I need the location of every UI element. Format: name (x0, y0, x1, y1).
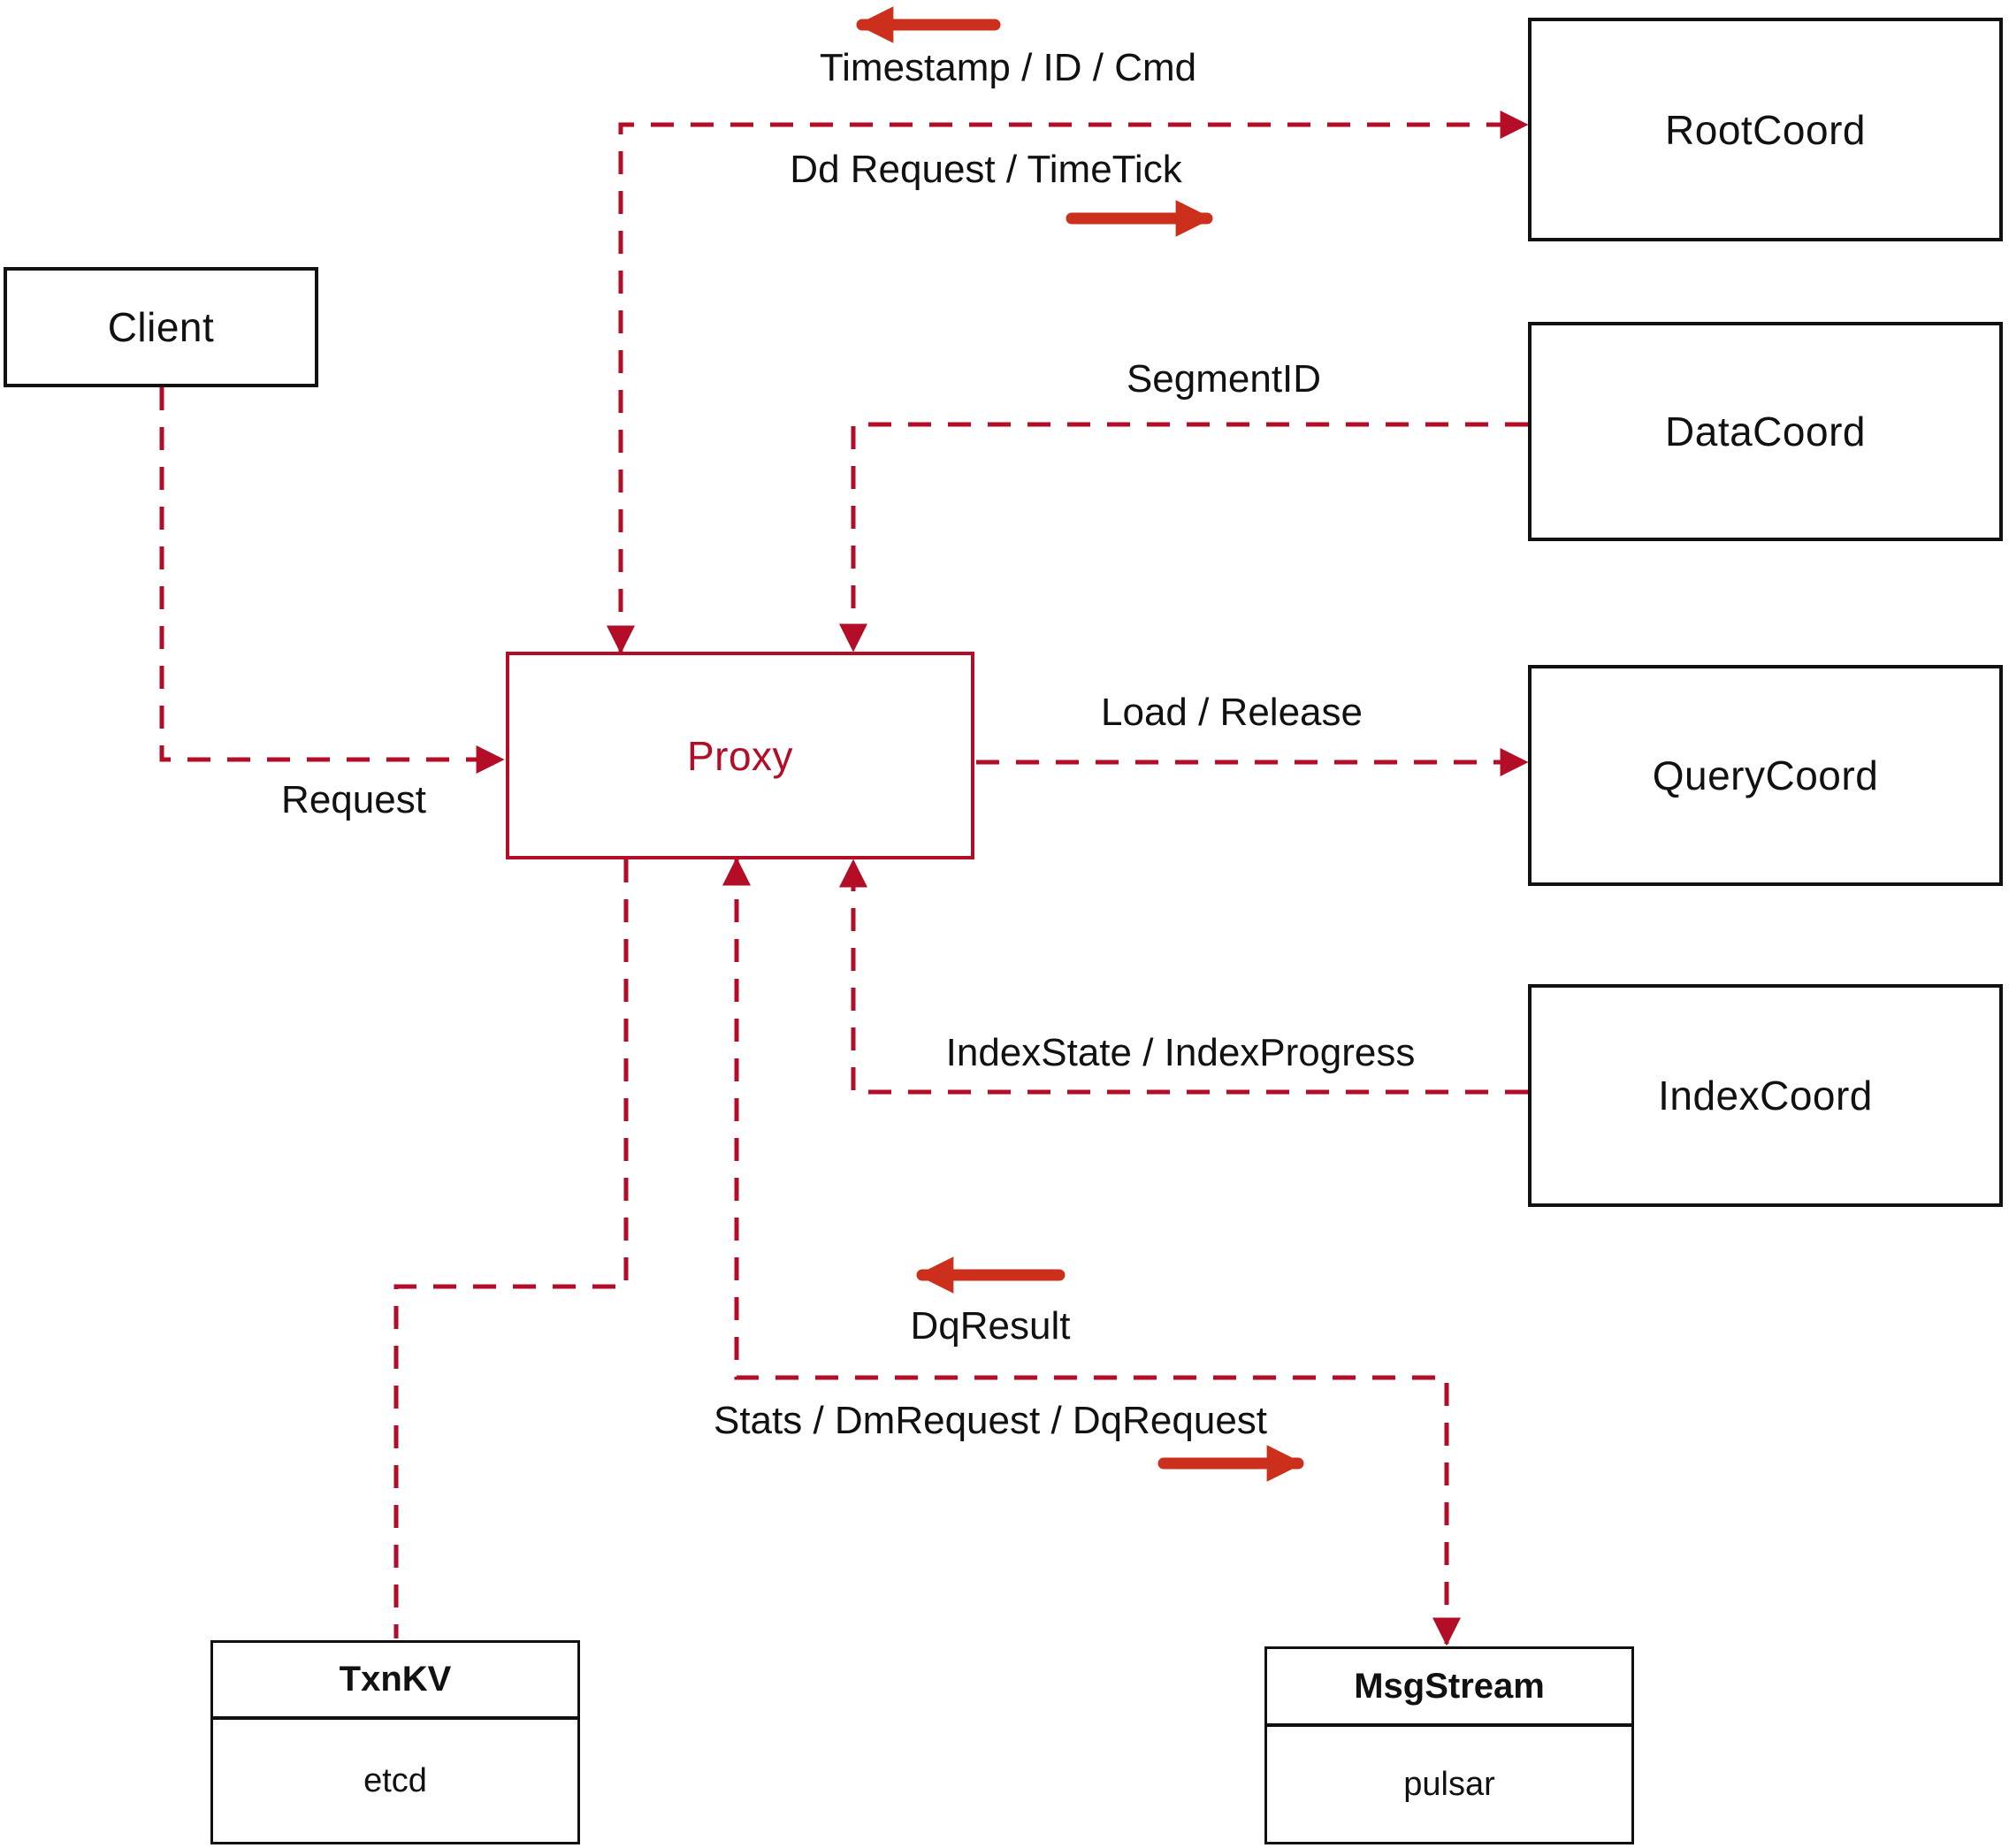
node-datacoord-label: DataCoord (1665, 409, 1866, 454)
node-msgstream-impl: pulsar (1403, 1765, 1495, 1803)
node-proxy-label: Proxy (686, 732, 794, 779)
node-client-label: Client (107, 304, 215, 350)
edge-label-index-state-progress: IndexState / IndexProgress (945, 1031, 1416, 1074)
node-rootcoord: RootCoord (1528, 18, 2003, 241)
node-msgstream-title: MsgStream (1267, 1649, 1631, 1727)
connector-proxy-msgstream (722, 857, 1462, 1646)
edge-label-timestamp-id-cmd: Timestamp / ID / Cmd (819, 46, 1197, 89)
edge-label-segment-id: SegmentID (1126, 357, 1322, 401)
edge-label-dd-request-timetick: Dd Request / TimeTick (790, 148, 1182, 191)
node-txnkv: TxnKV etcd (210, 1640, 580, 1844)
node-txnkv-impl: etcd (363, 1761, 427, 1799)
edge-label-stats-dm-dq-request: Stats / DmRequest / DqRequest (713, 1399, 1268, 1442)
node-datacoord: DataCoord (1528, 322, 2003, 541)
connector-proxy-txnkv (393, 859, 629, 1638)
node-indexcoord-label: IndexCoord (1658, 1073, 1873, 1119)
node-msgstream: MsgStream pulsar (1264, 1646, 1634, 1844)
edge-label-load-release: Load / Release (1101, 691, 1363, 734)
edge-label-dq-result: DqResult (910, 1304, 1071, 1348)
node-querycoord-label: QueryCoord (1652, 752, 1879, 798)
connector-proxy-rootcoord (606, 110, 1529, 654)
connector-client-proxy (159, 387, 505, 775)
node-client: Client (4, 267, 318, 387)
node-indexcoord: IndexCoord (1528, 984, 2003, 1207)
edge-label-request: Request (281, 778, 426, 821)
node-proxy: Proxy (506, 652, 974, 859)
node-txnkv-title: TxnKV (213, 1643, 577, 1720)
connector-datacoord-proxy (838, 422, 1528, 653)
node-rootcoord-label: RootCoord (1665, 106, 1866, 153)
node-querycoord: QueryCoord (1528, 665, 2003, 886)
